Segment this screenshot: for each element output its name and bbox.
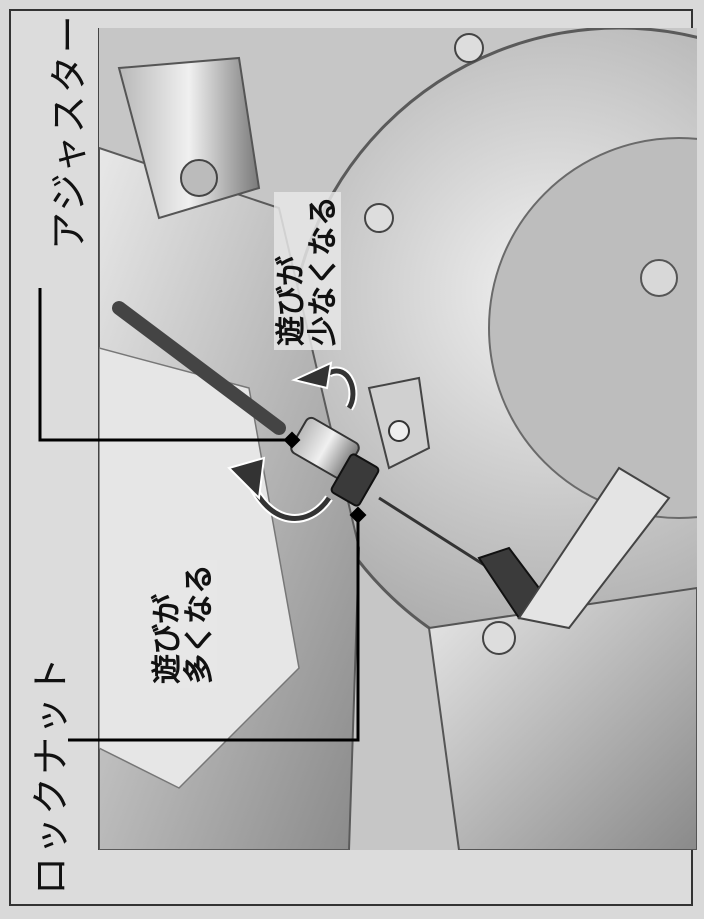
casing-bolt [482, 621, 516, 655]
fitting-bolt [180, 159, 218, 197]
bracket-bolt [388, 420, 410, 442]
arrow-less-head [290, 361, 333, 390]
top-fitting [117, 56, 261, 220]
engine-drawing [99, 28, 697, 850]
cover-inner-ring [488, 137, 697, 519]
arrow-more-head [227, 456, 266, 501]
cover-bolt [640, 259, 678, 297]
adjuster-label: アジャスター [49, 13, 91, 250]
less-play-line2: 少なくなる [306, 196, 340, 346]
inner-wire [378, 496, 490, 570]
clutch-lever-arm [517, 466, 671, 630]
bolt-b [454, 33, 484, 63]
locknut-label: ロックナット [31, 654, 73, 895]
engine-illustration [98, 28, 697, 850]
locknut-shape [330, 453, 380, 507]
less-play-line1: 遊びが [275, 256, 308, 346]
bolt-a [364, 203, 394, 233]
less-play-note: 遊びが 少なくなる [274, 192, 341, 350]
more-play-line2: 多くなる [182, 564, 216, 684]
arrow-less-play [327, 368, 356, 410]
more-play-note: 遊びが 多くなる [150, 560, 217, 688]
more-play-line1: 遊びが [151, 594, 184, 684]
